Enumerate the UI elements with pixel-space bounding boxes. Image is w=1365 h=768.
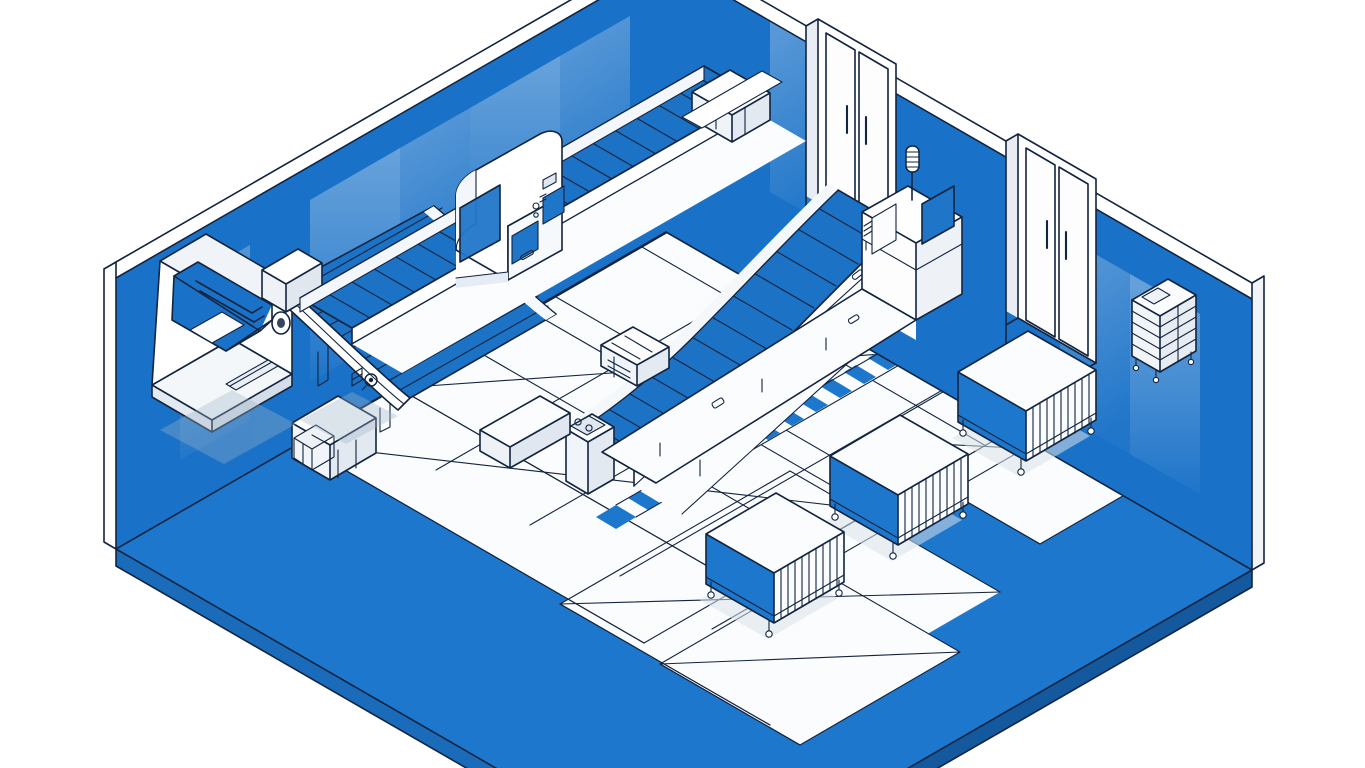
ground-shadows xyxy=(160,390,398,464)
conveyor-leg xyxy=(317,345,391,433)
scanner-knob[interactable] xyxy=(532,193,547,218)
trolley-drawers xyxy=(1131,305,1197,362)
parcel-stack xyxy=(291,395,377,481)
control-pedestal[interactable] xyxy=(479,395,615,495)
roll-cage-caster xyxy=(707,579,843,638)
wedge-station[interactable] xyxy=(151,233,293,433)
roll-cage-1[interactable] xyxy=(700,492,845,639)
wall-cabinet-right[interactable] xyxy=(1005,133,1097,408)
parcel-label xyxy=(607,356,631,379)
labelled-parcel xyxy=(600,326,670,387)
trolley-caster xyxy=(1132,351,1195,384)
pedestal-button[interactable] xyxy=(574,418,593,432)
status-light-tower xyxy=(905,145,920,201)
cabinet-vent-icon xyxy=(863,220,873,251)
scanner-tunnel[interactable] xyxy=(455,130,565,288)
roll-cage-2[interactable] xyxy=(824,414,969,561)
scanner-display[interactable] xyxy=(511,185,565,265)
roll-cage-3[interactable] xyxy=(768,330,1097,580)
end-parcel xyxy=(681,69,783,143)
conveyor-badge xyxy=(351,367,378,391)
tool-trolley[interactable] xyxy=(1131,278,1197,384)
sorter-cabinet[interactable] xyxy=(601,145,963,484)
roll-cage-caster xyxy=(831,501,967,560)
roll-cage-caster xyxy=(959,417,1095,476)
